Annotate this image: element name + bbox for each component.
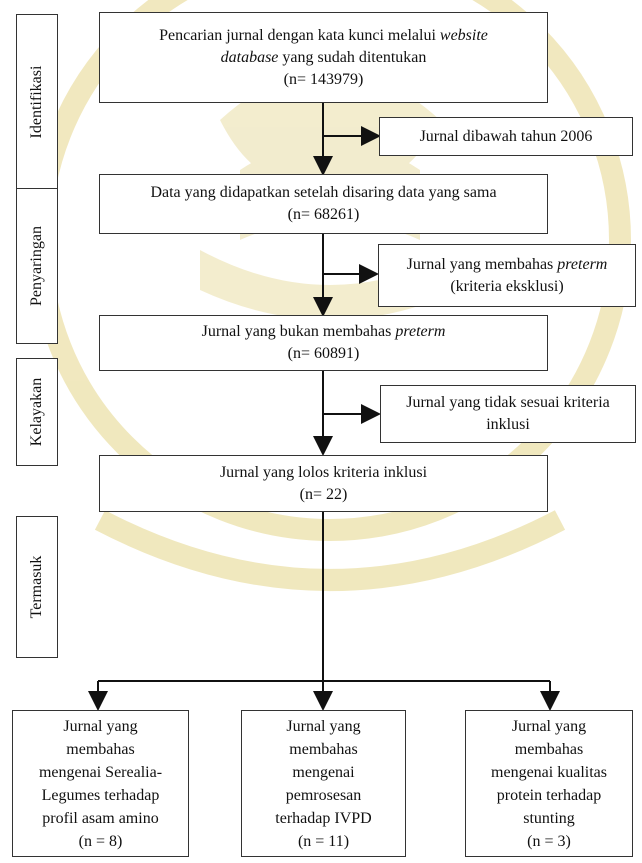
exclusion-criteria-box: Jurnal yang tidak sesuai kriteria inklus… (380, 385, 636, 443)
non-preterm-count: (n= 60891) (287, 345, 360, 362)
phase-label: Termasuk (28, 555, 45, 619)
result-count: (n = 8) (78, 832, 123, 850)
phase-identifikasi: Identifikasi (16, 14, 58, 190)
included-count: (n= 22) (299, 485, 348, 503)
phase-label: Penyaringan (28, 226, 45, 306)
search-box: Pencarian jurnal dengan kata kunci melal… (99, 12, 548, 103)
result-box-serealia: Jurnal yang membahas mengenai Serealia- … (12, 710, 189, 857)
dedup-count: (n= 68261) (287, 206, 360, 223)
result-box-ivpd: Jurnal yang membahas mengenai pemrosesan… (241, 710, 406, 857)
dedup-box: Data yang didapatkan setelah disaring da… (99, 174, 548, 234)
phase-label: Kelayakan (28, 377, 45, 447)
included-box: Jurnal yang lolos kriteria inklusi (n= 2… (99, 455, 548, 512)
phase-penyaringan: Penyaringan (16, 188, 58, 344)
phase-label: Identifikasi (28, 65, 45, 139)
search-count: (n= 143979) (283, 70, 364, 88)
phase-kelayakan: Kelayakan (16, 358, 58, 466)
non-preterm-box: Jurnal yang bukan membahas preterm (n= 6… (99, 315, 548, 371)
result-count: (n = 11) (297, 832, 350, 850)
phase-termasuk: Termasuk (16, 516, 58, 658)
result-box-stunting: Jurnal yang membahas mengenai kualitas p… (465, 710, 633, 857)
result-count: (n = 3) (527, 832, 571, 850)
exclusion-preterm-box: Jurnal yang membahas preterm (kriteria e… (378, 244, 636, 307)
exclusion-year-box: Jurnal dibawah tahun 2006 (379, 117, 633, 156)
